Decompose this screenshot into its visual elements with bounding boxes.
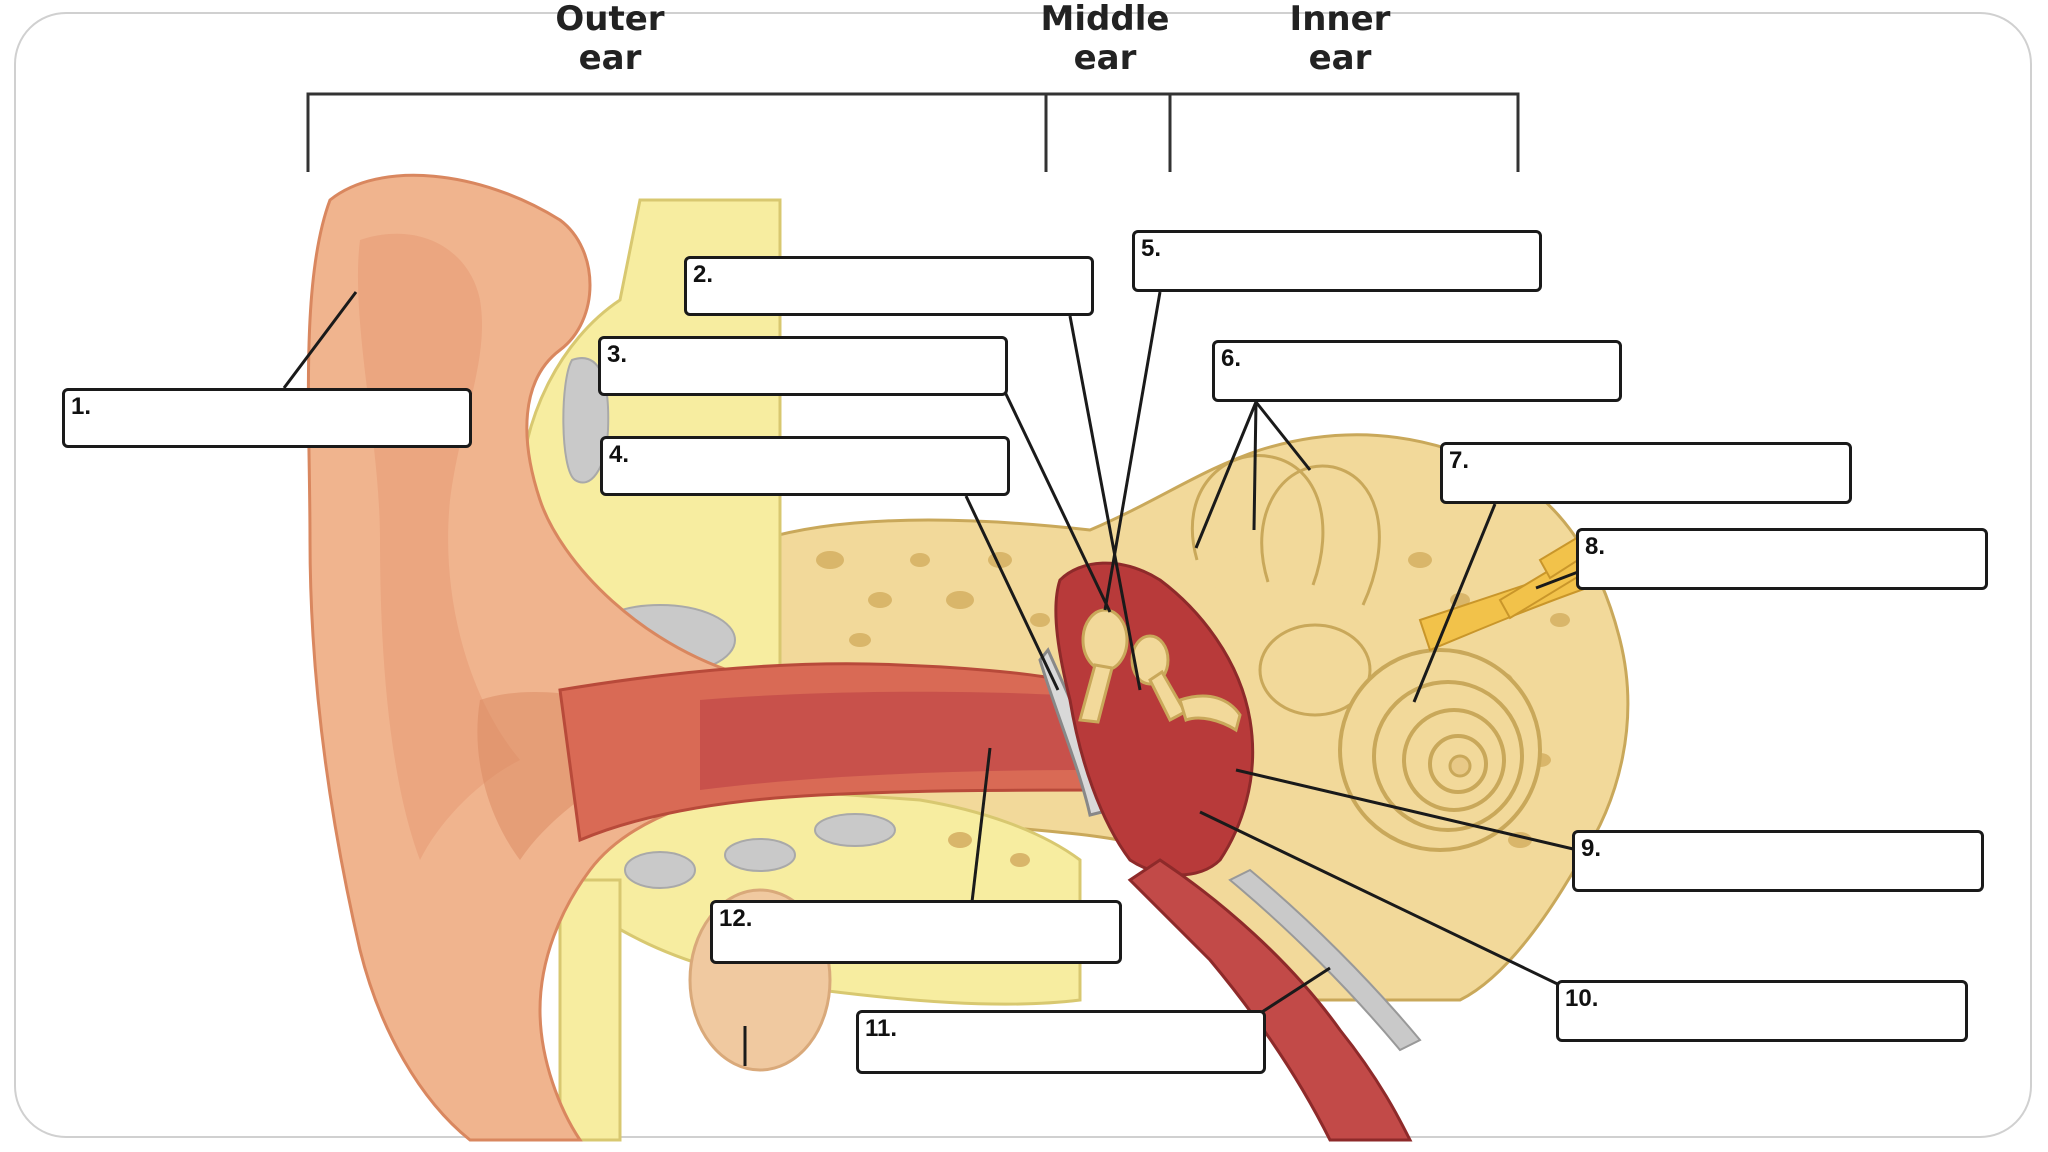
label-box-6[interactable]: 6.	[1212, 340, 1622, 402]
leader-7	[1412, 503, 1497, 703]
leader-6b	[1252, 401, 1258, 531]
outer-ear-title: Outer ear	[555, 0, 665, 78]
label-number: 2.	[693, 261, 714, 288]
slide-frame	[14, 12, 2032, 1138]
eustachian-tube-wall	[1228, 868, 1422, 1052]
label-number: 4.	[609, 441, 630, 468]
label-box-3[interactable]: 3.	[598, 336, 1008, 396]
label-number: 1.	[71, 393, 92, 420]
stapes	[1178, 694, 1242, 733]
leader-lines	[282, 291, 1587, 1066]
incus	[1130, 634, 1170, 686]
region-brackets	[306, 92, 1520, 172]
cochlea	[1338, 648, 1542, 852]
label-box-10[interactable]: 10.	[1556, 980, 1968, 1042]
leader-6c	[1254, 401, 1312, 471]
inner-ear-bracket	[1170, 92, 1520, 172]
label-box-4[interactable]: 4.	[600, 436, 1010, 496]
inner-ear-title: Inner ear	[1289, 0, 1391, 78]
label-number: 7.	[1449, 447, 1470, 474]
outer-ear-bracket	[306, 92, 1048, 172]
label-number: 10.	[1565, 985, 1599, 1012]
leader-3	[1003, 391, 1112, 613]
neck-cartilage	[558, 878, 622, 1142]
ear-canal-inner	[700, 691, 1090, 790]
leader-5	[1103, 291, 1162, 611]
label-box-1[interactable]: 1.	[62, 388, 472, 448]
semicircular-canals-outline	[1190, 454, 1381, 606]
label-box-2[interactable]: 2.	[684, 256, 1094, 316]
leader-6a	[1194, 401, 1258, 549]
label-box-5[interactable]: 5.	[1132, 230, 1542, 292]
leader-1	[282, 291, 358, 389]
label-box-7[interactable]: 7.	[1440, 442, 1852, 504]
malleus-handle	[1078, 663, 1114, 724]
leader-8	[1535, 570, 1579, 590]
ossicles	[1078, 608, 1242, 733]
leader-4	[964, 495, 1060, 691]
label-number: 11.	[865, 1015, 898, 1042]
label-number: 5.	[1141, 235, 1162, 262]
label-box-11[interactable]: 11.	[856, 1010, 1266, 1074]
label-box-12[interactable]: 12.	[710, 900, 1122, 964]
leader-2	[1068, 315, 1142, 691]
label-box-9[interactable]: 9.	[1572, 830, 1984, 892]
malleus	[1081, 608, 1129, 672]
label-box-8[interactable]: 8.	[1576, 528, 1988, 590]
middle-ear-bracket	[1046, 92, 1172, 172]
middle-ear-title: Middle ear	[1040, 0, 1170, 78]
label-number: 6.	[1221, 345, 1242, 372]
eustachian-tube	[1127, 858, 1413, 1142]
label-number: 9.	[1581, 835, 1602, 862]
leader-11	[1261, 966, 1331, 1014]
leader-10	[1199, 810, 1571, 992]
label-number: 12.	[719, 905, 753, 932]
leader-12	[970, 747, 992, 903]
vestibule	[1258, 623, 1372, 717]
label-number: 8.	[1585, 533, 1606, 560]
leader-9	[1235, 768, 1587, 854]
label-number: 3.	[607, 341, 628, 368]
